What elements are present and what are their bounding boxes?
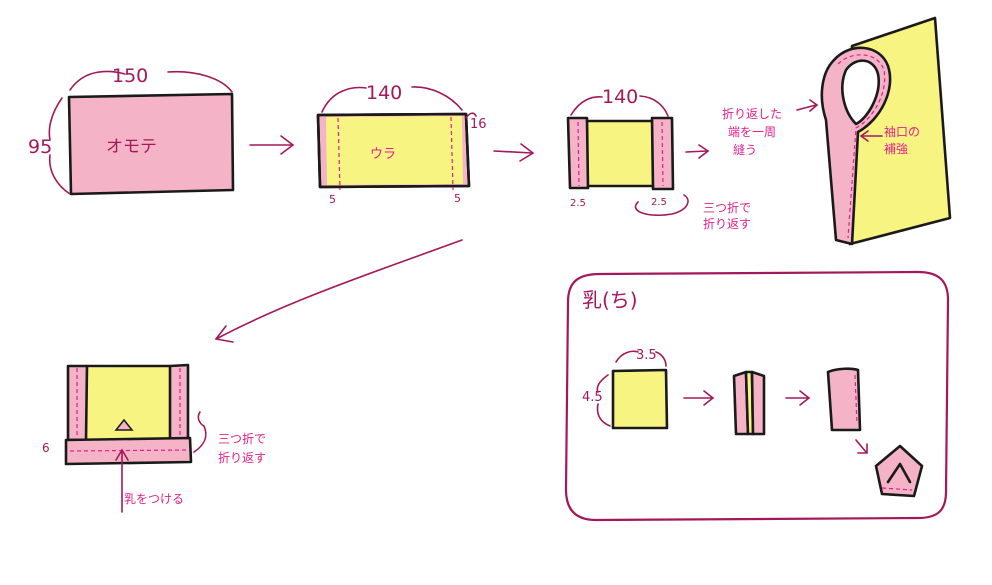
loop-fold-step2 <box>826 367 862 432</box>
fold-curl-arrow <box>634 194 689 217</box>
step4-note-2: 端を一周 <box>728 125 776 139</box>
step5-right-strip <box>168 363 190 442</box>
step4-group: 折り返した 端を一周 縫う 袖口の 補強 <box>722 16 952 246</box>
loop-width-label: 3.5 <box>636 348 657 363</box>
step2-left-margin: 5 <box>329 193 336 206</box>
step5-group: 6 三つ折で 折り返す 乳をつける <box>42 363 266 513</box>
loop-panel-title: 乳(ち) <box>582 288 638 312</box>
step3-right-fold: 2.5 <box>651 197 667 208</box>
reverse-fabric-inner <box>326 116 463 185</box>
step5-note-2: 折り返す <box>218 450 266 465</box>
step2-right-margin: 5 <box>454 192 461 205</box>
loop-finished <box>874 444 924 498</box>
height-arc <box>48 97 71 195</box>
step4-note-3: 縫う <box>733 142 757 157</box>
step2-side-label: 16 <box>470 117 487 132</box>
reinforce-note-2: 補強 <box>884 142 908 156</box>
step2-group: 140 16 ウラ 5 5 <box>316 82 487 206</box>
step3-width-label: 140 <box>602 86 638 108</box>
arrow-2 <box>493 143 535 162</box>
step3-left-fold: 2.5 <box>570 198 586 209</box>
step3-note-1: 三つ折で <box>703 200 751 215</box>
reinforce-note-1: 袖口の <box>884 124 920 139</box>
reverse-face-label: ウラ <box>370 147 396 162</box>
step3-group: 140 2.5 2.5 三つ折で 折り返す <box>566 86 751 231</box>
arrow-1 <box>249 135 295 155</box>
arrow-3 <box>685 144 710 159</box>
loop-panel: 乳(ち) 3.5 4.5 <box>564 270 950 522</box>
step1-width-label: 150 <box>112 65 148 87</box>
step3-note-2: 折り返す <box>703 216 751 231</box>
loop-tab <box>114 418 134 431</box>
step2-width-arc <box>321 86 463 113</box>
loop-fold-step1 <box>732 370 766 436</box>
width-arc-right <box>167 70 233 93</box>
step5-note-1: 三つ折で <box>218 431 266 446</box>
width-arc <box>69 70 126 91</box>
step4-note-1: 折り返した <box>722 106 782 121</box>
arrow-4 <box>214 239 463 343</box>
step1-height-label: 95 <box>28 136 52 158</box>
step2-width-label: 140 <box>366 82 402 104</box>
step5-bottom-label: 6 <box>42 441 50 455</box>
step1-group: 150 95 オモテ <box>28 65 235 196</box>
loop-note: 乳をつける <box>124 492 184 506</box>
loop-flat-piece <box>611 368 669 430</box>
loop-height-label: 4.5 <box>582 390 603 405</box>
front-fabric <box>67 92 235 196</box>
loop-panel-frame <box>564 270 950 522</box>
front-face-label: オモテ <box>106 137 157 157</box>
